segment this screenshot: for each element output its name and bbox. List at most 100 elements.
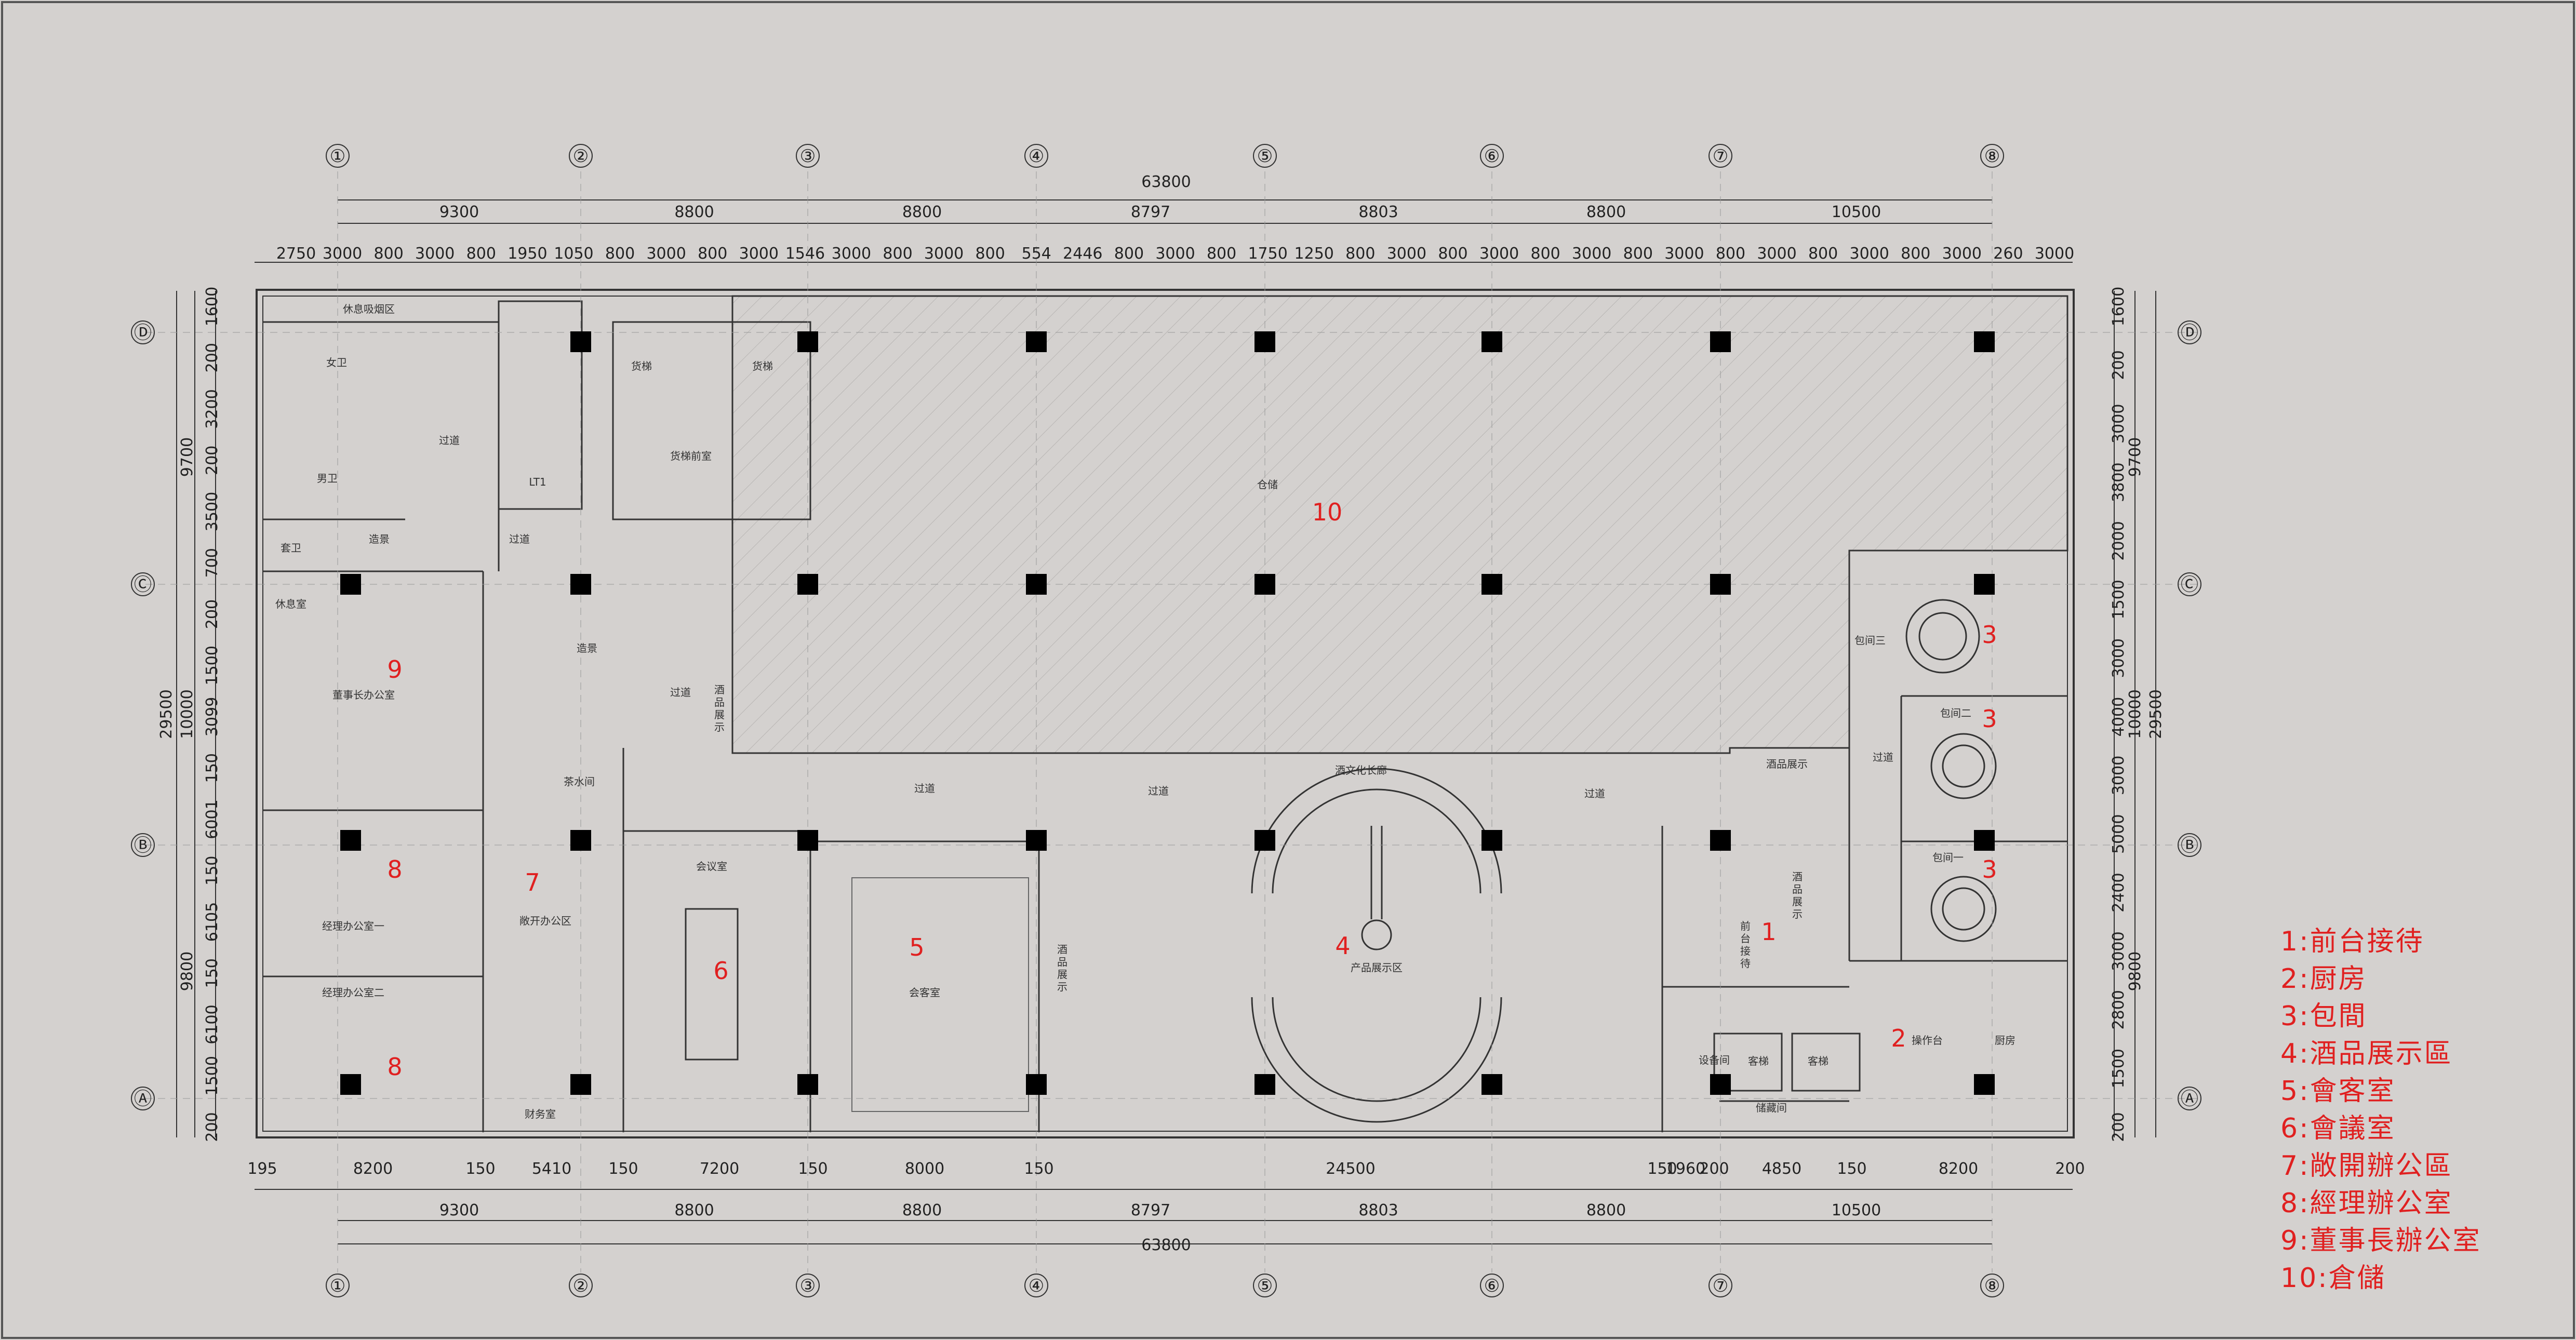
room-number-6: 6: [713, 957, 728, 985]
reception-sofa-area: [851, 877, 1029, 1112]
detail-dimension-left: 200: [203, 343, 221, 372]
room-label-lt1: LT1: [529, 476, 546, 488]
room-number-3: 3: [1982, 855, 1997, 883]
room-label-passage: 过道: [914, 782, 935, 795]
room-label-wine-display-left: 展: [714, 708, 725, 721]
room-label-equipment: 设备间: [1699, 1054, 1730, 1066]
structural-column: [1974, 574, 1995, 595]
room-label-accessible_wc: 套卫: [281, 542, 301, 554]
detail-dimension-left: 3099: [203, 697, 221, 736]
detail-dimension-top: 800: [1901, 245, 1930, 263]
group-dimension-left: 9800: [178, 952, 196, 991]
detail-dimension-left: 150: [203, 753, 221, 783]
room-label-freight_lobby: 货梯前室: [670, 450, 712, 462]
room-label-front-desk: 台: [1740, 932, 1751, 945]
detail-dimension-top: 3000: [646, 245, 686, 263]
structural-column: [340, 1074, 361, 1095]
dimension-lines: [176, 199, 2156, 1244]
detail-dimension-top: 800: [374, 245, 404, 263]
detail-dimension-top: 3000: [1664, 245, 1704, 263]
legend-item: 9:董事長辦公室: [2280, 1225, 2481, 1256]
detail-dimension-right: 1500: [2110, 1049, 2128, 1088]
room-label-wine-display-center: 展: [1057, 968, 1067, 981]
total-width-top: 63800: [1141, 173, 1191, 191]
axis-label-bottom: ⑤: [1257, 1276, 1273, 1296]
detail-dimension-right: 3800: [2110, 462, 2128, 502]
room-label-rest: 休息室: [275, 598, 306, 610]
axis-bubble-bottom: [569, 1274, 593, 1297]
detail-dimension-top: 800: [1623, 245, 1653, 263]
axis-label-top: ②: [573, 146, 589, 167]
group-dimension-left: 9700: [178, 437, 196, 477]
detail-dimension-right: 5000: [2110, 814, 2128, 854]
detail-dimension-bottom: 150: [1024, 1160, 1053, 1178]
axis-label-top: ⑦: [1713, 146, 1728, 167]
axis-label-right: Ⓐ: [2181, 1089, 2198, 1109]
room-label-wine-display-center: 品: [1057, 956, 1067, 968]
structural-column: [1254, 1074, 1275, 1095]
axis-bubble-top: [796, 144, 820, 168]
detail-dimension-bottom: 8200: [353, 1160, 393, 1178]
group-dimension-right: 9800: [2126, 952, 2144, 991]
detail-dimension-top: 1546: [785, 245, 825, 263]
room-label-front-desk: 前: [1740, 920, 1751, 932]
detail-dimension-top: 800: [1345, 245, 1375, 263]
detail-dimension-top: 1950: [508, 245, 547, 263]
detail-dimension-left: 1500: [203, 646, 221, 685]
bay-dimension-top: 8803: [1358, 203, 1398, 221]
detail-dimension-top: 3000: [415, 245, 455, 263]
total-width-bottom: 63800: [1141, 1236, 1191, 1254]
detail-dimension-top: 800: [1808, 245, 1838, 263]
room-label-finance: 财务室: [525, 1108, 556, 1120]
detail-dimension-left: 200: [203, 599, 221, 629]
detail-dimension-top: 3000: [924, 245, 964, 263]
room-label-male_wc: 男卫: [317, 472, 338, 485]
detail-dimension-top: 800: [1716, 245, 1745, 263]
detail-dimension-right: 2800: [2110, 990, 2128, 1029]
axis-label-right: Ⓑ: [2181, 835, 2198, 856]
detail-dimension-top: 2750: [276, 245, 316, 263]
detail-dimension-right: 1500: [2110, 580, 2128, 619]
axis-label-bottom: ③: [800, 1276, 816, 1296]
room-number-5: 5: [909, 933, 924, 961]
room-label-wine-display-right: 酒: [1792, 870, 1803, 883]
detail-dimension-right: 3000: [2110, 404, 2128, 444]
detail-dimension-left: 6105: [203, 902, 221, 942]
structural-column: [1710, 1074, 1731, 1095]
axis-label-bottom: ⑧: [1984, 1276, 2000, 1296]
axis-label-right: Ⓒ: [2181, 574, 2198, 595]
room-label-wine-display-center: 酒: [1057, 943, 1067, 956]
room-label-private2: 包间二: [1940, 707, 1971, 719]
axis-bubble-bottom: [1253, 1274, 1277, 1297]
structural-column: [570, 1074, 591, 1095]
private-room-tables: [1905, 599, 1997, 942]
room-label-passage: 过道: [1584, 787, 1605, 800]
room-label-passage: 过道: [670, 686, 691, 699]
structural-column: [1481, 574, 1502, 595]
detail-dimension-top: 800: [605, 245, 635, 263]
detail-dimension-top: 3000: [1155, 245, 1195, 263]
room-label-landscape: 造景: [369, 533, 390, 545]
axis-label-top: ①: [330, 146, 345, 167]
detail-dimension-right: 3000: [2110, 756, 2128, 795]
axis-label-left: Ⓑ: [134, 835, 152, 856]
detail-dimension-bottom: 4850: [1762, 1160, 1801, 1178]
axis-label-bottom: ⑦: [1713, 1276, 1728, 1296]
room-label-manager2: 经理办公室二: [322, 986, 384, 999]
structural-column: [797, 830, 818, 851]
bay-dimension-bottom: 8800: [674, 1201, 714, 1220]
room-label-passage: 过道: [439, 434, 460, 447]
detail-dimension-right: 200: [2110, 1112, 2128, 1142]
room-label-wine-display-left: 品: [714, 696, 725, 708]
detail-dimension-left: 1600: [203, 287, 221, 326]
room-label-wine-display-right: 品: [1792, 883, 1803, 895]
axis-bubble-right: [2178, 833, 2201, 857]
room-label-manager1: 经理办公室一: [322, 920, 384, 932]
detail-dimension-left: 150: [203, 958, 221, 988]
room-label-passage: 过道: [509, 533, 530, 545]
detail-dimension-bottom: 200: [2055, 1160, 2085, 1178]
room-number-10: 10: [1312, 498, 1343, 526]
axis-bubble-top: [1253, 144, 1277, 168]
group-dimension-right: 9700: [2126, 437, 2144, 477]
